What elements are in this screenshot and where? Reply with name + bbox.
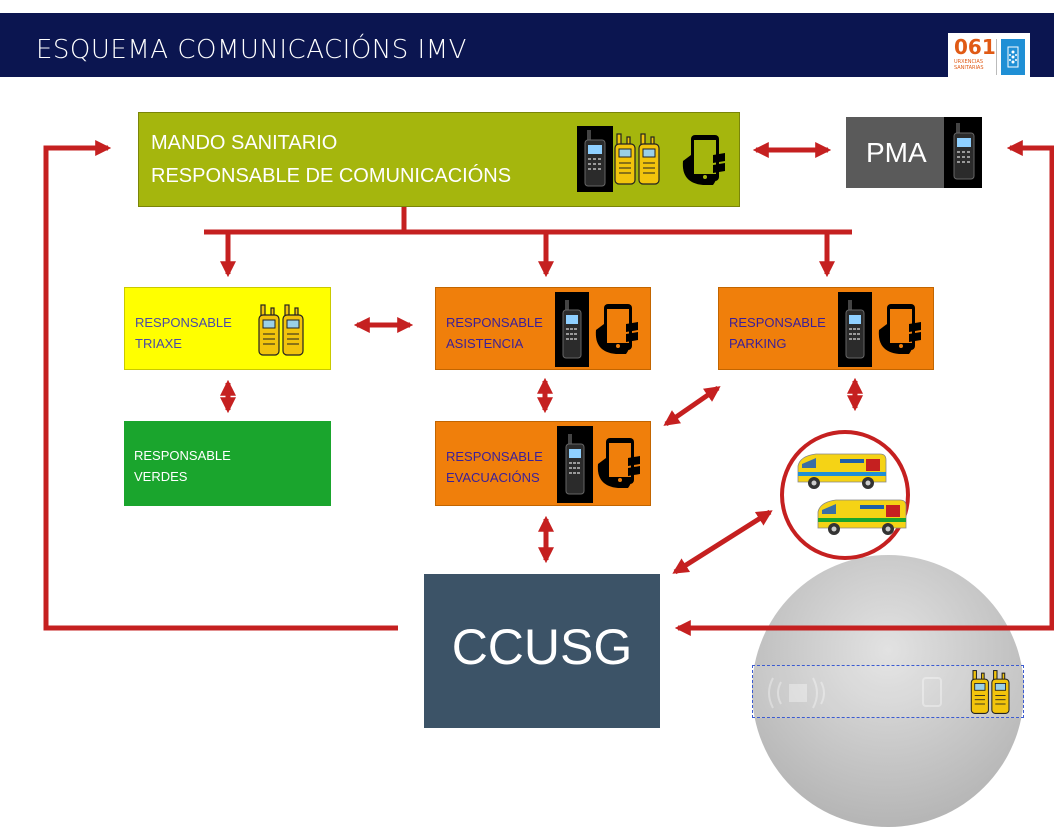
responsable-asistencia-box: RESPONSABLE ASISTENCIA: [435, 287, 651, 370]
mando-sanitario-box: MANDO SANITARIO RESPONSABLE DE COMUNICAC…: [138, 112, 740, 207]
parking-line1: RESPONSABLE: [729, 315, 826, 330]
arrow-evacuacions-parking: [663, 385, 721, 427]
walkie-talkie-icon: [613, 131, 663, 187]
galicia-flag-icon: [1001, 39, 1025, 75]
tetra-radio-icon: [944, 117, 982, 188]
verdes-line1: RESPONSABLE: [134, 448, 231, 463]
header-bar: ESQUEMA COMUNICACIÓNS IMV 061 URXENCIAS …: [0, 13, 1054, 83]
ambulance-icon: [814, 496, 910, 538]
evacuacions-line2: EVACUACIÓNS: [446, 470, 540, 485]
tetra-radio-icon: [557, 426, 593, 503]
evacuacions-line1: RESPONSABLE: [446, 449, 543, 464]
responsable-triaxe-box: RESPONSABLE TRIAXE: [124, 287, 331, 370]
logo: 061 URXENCIAS SANITARIAS: [948, 33, 1030, 83]
verdes-label: RESPONSABLE VERDES: [134, 445, 231, 487]
smartphone-hand-icon: [875, 302, 925, 356]
logo-number: 061: [954, 35, 996, 59]
logo-divider: [996, 39, 997, 75]
verdes-line2: VERDES: [134, 469, 188, 484]
asistencia-label: RESPONSABLE ASISTENCIA: [446, 312, 543, 354]
tetra-radio-icon: [555, 292, 589, 367]
asistencia-line2: ASISTENCIA: [446, 336, 524, 351]
dashed-selection-rect: [752, 665, 1024, 718]
walkie-talkie-icon: [969, 668, 1013, 716]
arrow-ccusg-ambulances: [672, 509, 773, 575]
parking-label: RESPONSABLE PARKING: [729, 312, 826, 354]
tetra-radio-icon: [577, 126, 613, 192]
mando-title: MANDO SANITARIO: [151, 132, 338, 154]
responsable-evacuacions-box: RESPONSABLE EVACUACIÓNS: [435, 421, 651, 506]
asistencia-line1: RESPONSABLE: [446, 315, 543, 330]
faded-devices-icon: [763, 674, 883, 712]
parking-line2: PARKING: [729, 336, 787, 351]
ccusg-box: CCUSG: [424, 574, 660, 728]
arrow-ccusg-to-mando: [43, 139, 398, 631]
arrow-pma-to-ccusg: [674, 139, 1054, 637]
page-title: ESQUEMA COMUNICACIÓNS IMV: [36, 35, 467, 65]
pma-label: PMA: [866, 137, 927, 168]
mando-subtitle: RESPONSABLE DE COMUNICACIÓNS: [151, 165, 512, 187]
ambulances-circle: [780, 430, 910, 560]
smartphone-hand-icon: [679, 133, 729, 187]
walkie-talkie-icon: [257, 302, 307, 358]
triaxe-line1: RESPONSABLE: [135, 315, 232, 330]
smartphone-hand-icon: [594, 436, 644, 490]
evacuacions-label: RESPONSABLE EVACUACIÓNS: [446, 446, 543, 488]
logo-subtitle: URXENCIAS SANITARIAS: [954, 59, 984, 71]
faded-phone-icon: [913, 676, 953, 708]
triaxe-line2: TRIAXE: [135, 336, 182, 351]
ambulance-icon: [794, 450, 890, 492]
connector-arrows: [43, 139, 1054, 637]
responsable-verdes-box: RESPONSABLE VERDES: [124, 421, 331, 506]
responsable-parking-box: RESPONSABLE PARKING: [718, 287, 934, 370]
ccusg-label: CCUSG: [451, 619, 633, 675]
triaxe-label: RESPONSABLE TRIAXE: [135, 312, 232, 354]
smartphone-hand-icon: [592, 302, 642, 356]
pma-box: PMA: [846, 117, 982, 188]
tetra-radio-icon: [838, 292, 872, 367]
